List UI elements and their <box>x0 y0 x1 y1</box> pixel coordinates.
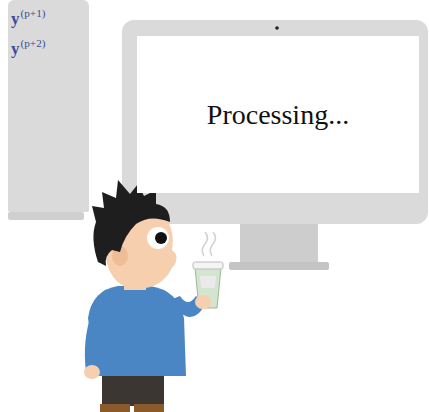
monitor-neck <box>240 224 318 262</box>
pupil <box>155 232 167 244</box>
computer-tower: y(p+1) y(p+2) <box>8 0 89 212</box>
shoe <box>100 404 130 412</box>
trousers <box>102 372 164 406</box>
coffee-cup <box>195 268 221 308</box>
hand <box>84 365 100 379</box>
cup-lid <box>193 262 223 269</box>
vector-label: y(p+2) <box>11 36 89 60</box>
vector-label: y(p+1) <box>11 6 89 30</box>
monitor-foot <box>229 262 329 270</box>
monitor-bezel <box>122 20 428 224</box>
steam <box>202 232 215 256</box>
camera-dot <box>275 26 279 30</box>
hand <box>195 295 211 309</box>
arm <box>85 312 104 372</box>
shoe <box>134 404 164 412</box>
status-text: Processing... <box>207 97 349 132</box>
tower-base <box>8 212 84 220</box>
eye <box>147 227 169 249</box>
monitor-screen: Processing... <box>137 36 419 193</box>
cup-sleeve <box>200 276 216 288</box>
